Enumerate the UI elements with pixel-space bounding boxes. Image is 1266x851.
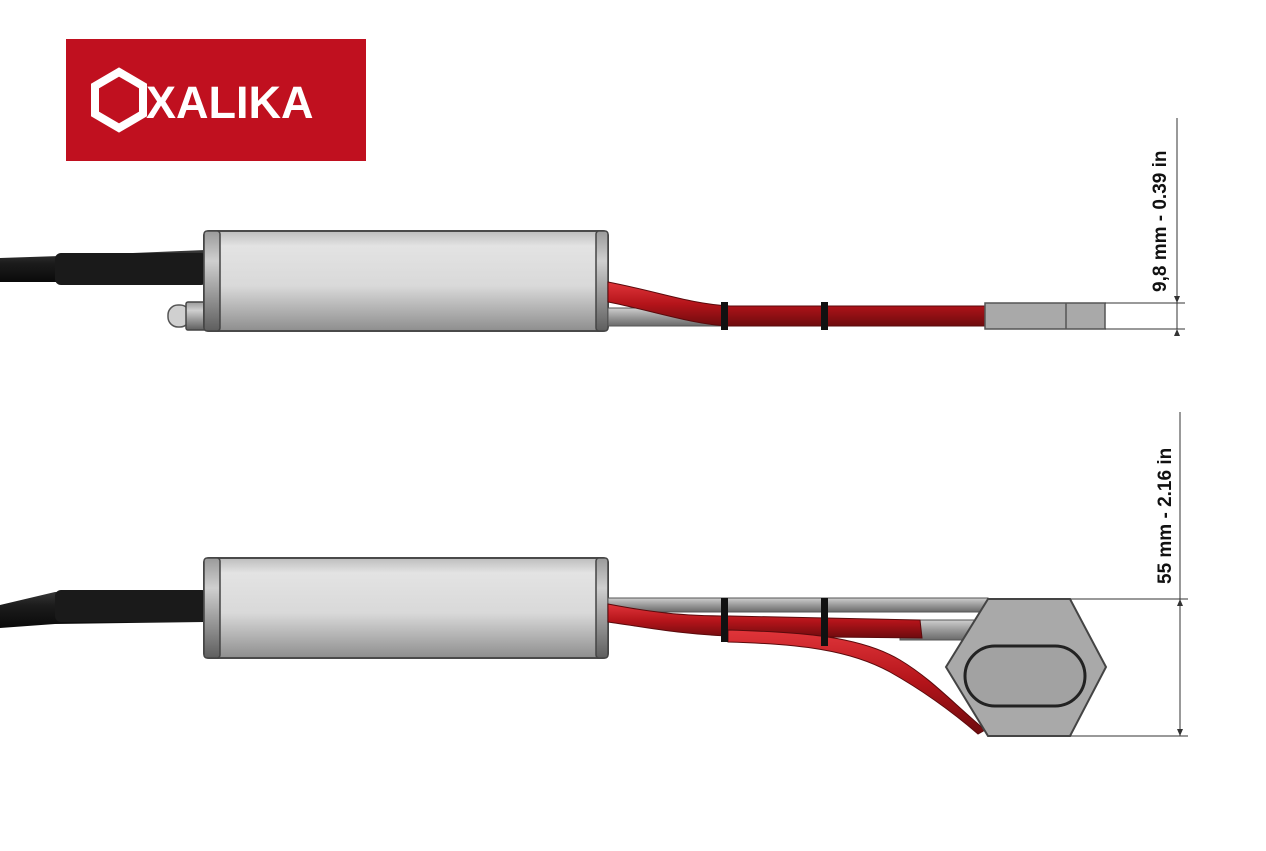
cable-sleeve-top [55, 253, 207, 285]
cable-sleeve-bottom [55, 590, 207, 622]
sensor-body-top [203, 230, 609, 332]
width-label: 55 mm - 2.16 in [1155, 448, 1176, 584]
logo-background [66, 39, 366, 161]
end-cap-right-bottom [595, 557, 609, 659]
red-wire-bottom-2 [727, 629, 986, 735]
wire-clip-1-top [721, 302, 728, 330]
hexagon-outline-icon [91, 67, 147, 133]
oval-sensor-window [963, 644, 1087, 708]
wire-clip-1-bottom [721, 598, 728, 642]
sensor-side-view [0, 230, 1106, 332]
red-wire-bottom-1 [607, 603, 923, 639]
end-cap-right-top [595, 230, 609, 332]
width-dimension: 55 mm - 2.16 in [1070, 412, 1188, 737]
sensor-top-view [0, 557, 1108, 737]
end-cap-left-top [203, 230, 221, 332]
thickness-dimension: 9,8 mm - 0.39 in [1105, 118, 1185, 336]
rod-bottom-upper [607, 597, 989, 613]
sensor-plate-side [984, 302, 1106, 330]
end-cap-left-bottom [203, 557, 221, 659]
brand-logo: XALIKA [66, 39, 366, 161]
thickness-label: 9,8 mm - 0.39 in [1150, 150, 1171, 292]
logo-text: XALIKA [146, 77, 314, 128]
wire-clip-2-bottom [821, 598, 828, 646]
wire-clip-2-top [821, 302, 828, 330]
sensor-body-bottom [203, 557, 609, 659]
